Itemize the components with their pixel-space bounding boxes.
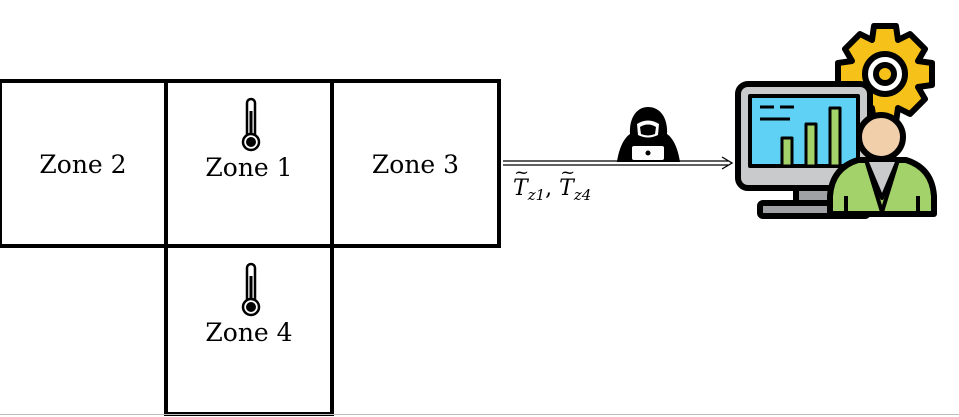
zone-3-label: Zone 3 [371,150,460,179]
thermometer-icon [241,97,261,152]
hacker-icon [617,107,680,162]
operator-person [827,112,937,217]
zone-4-label: Zone 4 [205,318,293,347]
zone-2-box: Zone 2 [0,79,168,248]
measured-variable: T [513,162,529,201]
zone-4-box: Zone 4 [164,244,334,416]
thermometer-icon [241,262,261,317]
data-flow-arrow [503,156,734,170]
zone-1-label: Zone 1 [205,153,293,182]
measurement-subscript-1: z1 [527,186,546,204]
zone-3-box: Zone 3 [330,79,501,248]
measurement-separator: , [545,176,553,201]
measurement-label: Tz1, Tz4 [513,162,592,204]
measured-variable: T [559,162,575,201]
operator-dashboard-icon [735,23,937,219]
zone-2-label: Zone 2 [39,150,127,179]
bottom-divider [0,414,959,415]
measurement-subscript-2: z4 [573,186,592,204]
